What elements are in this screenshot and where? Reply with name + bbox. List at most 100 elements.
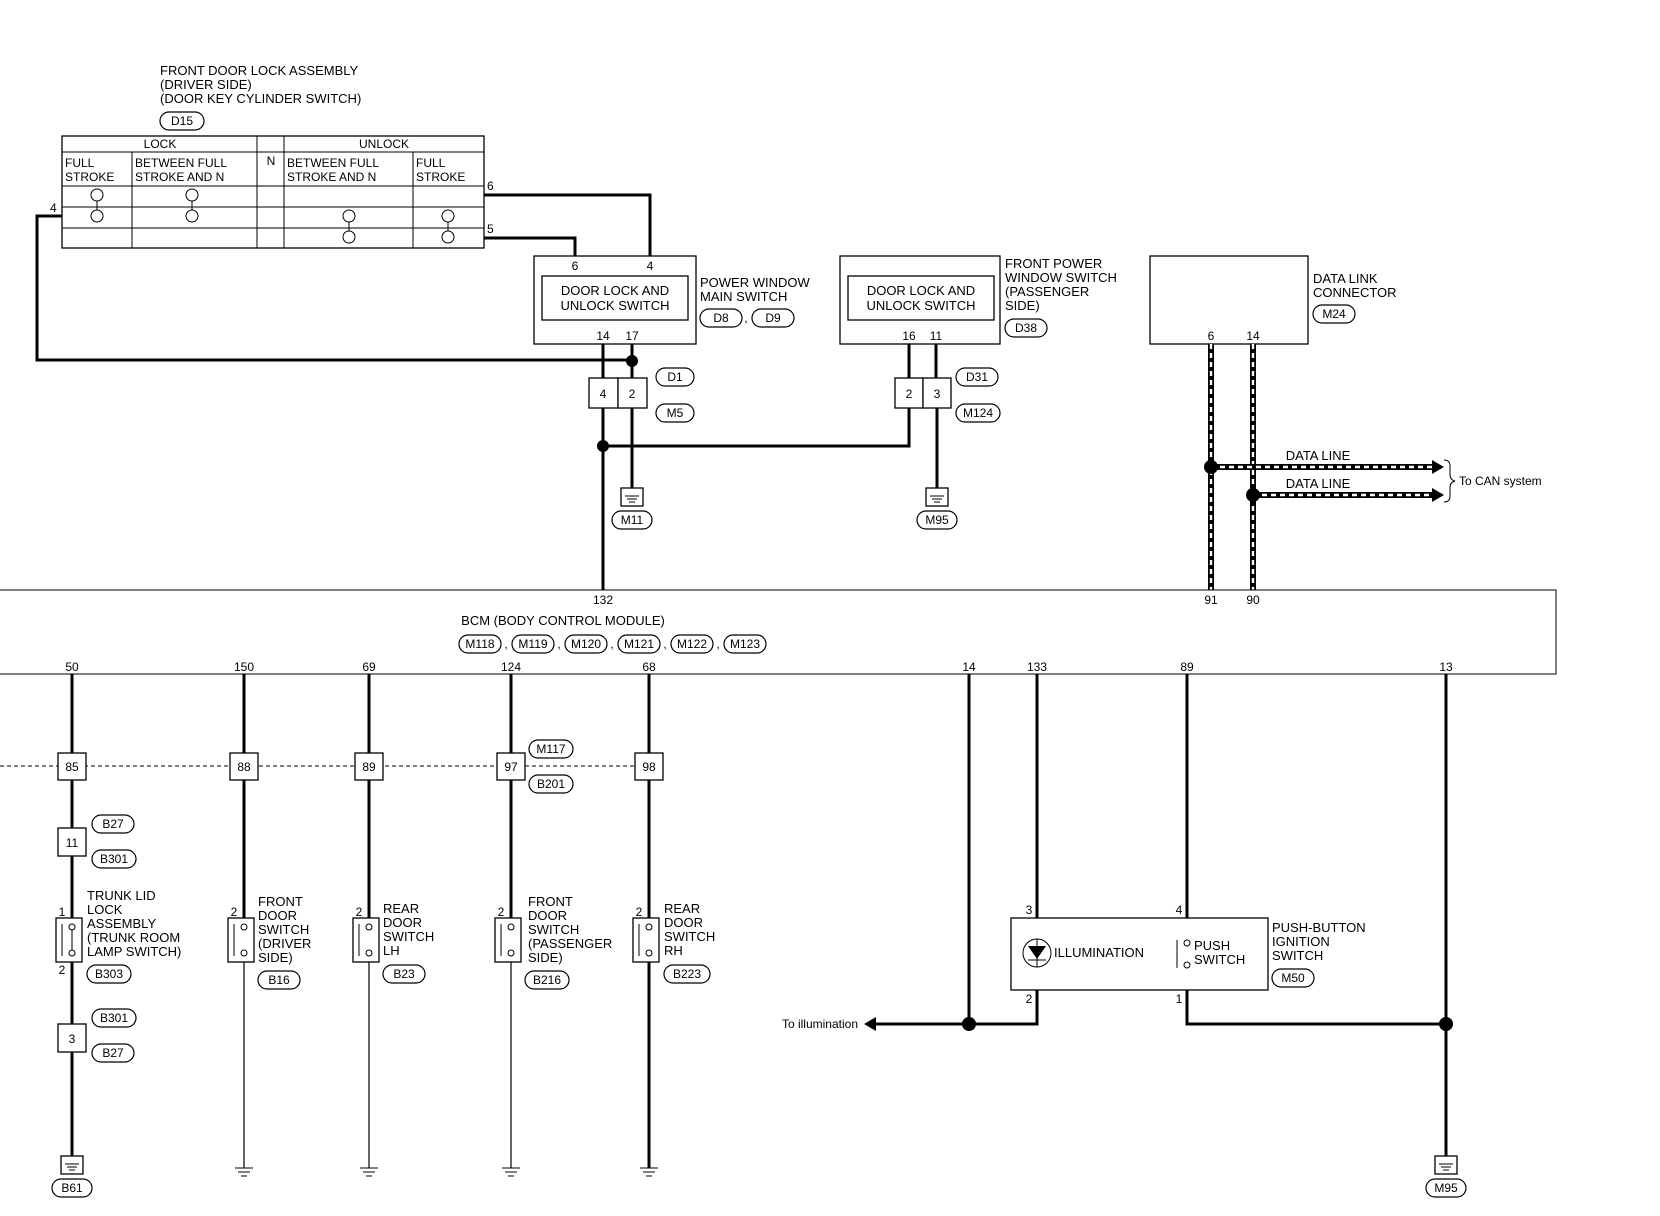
rr-pin: 2 [636, 905, 643, 919]
switch-symbol [632, 917, 660, 963]
fpws-name-line1: FRONT POWER [1005, 256, 1102, 271]
fpws-name-line3: (PASSENGER [1005, 284, 1089, 299]
fp-name-3: SWITCH [528, 922, 579, 937]
data-link-connector: DATA LINK CONNECTOR M24 6 14 [1149, 255, 1397, 345]
dataline-label-1: DATA LINE [1286, 448, 1351, 463]
j1-pin-a: 4 [600, 387, 607, 401]
trunk-box-11: 11 [66, 836, 79, 850]
j2-conn-bot-oval [955, 403, 1001, 423]
harness-b201: B201 [537, 777, 565, 791]
dlk-full-2: FULL [416, 156, 446, 170]
dlk-col-n: N [267, 154, 276, 168]
dlk-title-line1: FRONT DOOR LOCK ASSEMBLY [160, 63, 359, 78]
pwms-name-line2: MAIN SWITCH [700, 289, 787, 304]
dlk-title-line2: (DRIVER SIDE) [160, 77, 252, 92]
trunk-conn-b27-low: B27 [102, 1046, 124, 1060]
bcm-name: BCM (BODY CONTROL MODULE) [461, 613, 665, 628]
dlc-name-line2: CONNECTOR [1313, 285, 1397, 300]
trunk-name-2: LOCK [87, 902, 123, 917]
trunk-conn-b301-low: B301 [100, 1011, 128, 1025]
dlk-between-2a: BETWEEN FULL [287, 156, 379, 170]
splice-dot [1439, 1017, 1453, 1031]
bcm-pin-69: 69 [362, 660, 376, 674]
trunk-name-3: ASSEMBLY [87, 916, 156, 931]
bcm-conn-m122: M122 [677, 637, 707, 651]
fp-name-1: FRONT [528, 894, 573, 909]
bcm-comma: , [610, 637, 613, 651]
trunk-connector: B303 [95, 967, 123, 981]
fd-name-5: SIDE) [258, 950, 293, 965]
dlk-between-1b: STROKE AND N [135, 170, 224, 184]
pbis-pin-2: 2 [1026, 992, 1033, 1006]
bcm-pin-133: 133 [1027, 660, 1047, 674]
bcm-comma: , [557, 637, 560, 651]
fd-connector: B16 [268, 973, 290, 987]
switch-symbol [55, 917, 83, 963]
dlk-col-lock: LOCK [144, 137, 177, 151]
pbis-to-illumination: To illumination [782, 1017, 858, 1031]
trunk-pin-1: 1 [59, 905, 66, 919]
trunk-box-3: 3 [69, 1032, 76, 1046]
rr-name-1: REAR [664, 901, 700, 916]
rr-connector: B223 [673, 967, 701, 981]
dlk-title-line3: (DOOR KEY CYLINDER SWITCH) [160, 91, 361, 106]
bcm-comma: , [504, 637, 507, 651]
b201-oval [528, 774, 574, 794]
bcm-pin-68: 68 [642, 660, 656, 674]
bcm-pin-91: 91 [1204, 593, 1218, 607]
dlk-between-1a: BETWEEN FULL [135, 156, 227, 170]
trunk-name-1: TRUNK LID [87, 888, 156, 903]
fp-connector: B216 [533, 973, 561, 987]
fp-pin: 2 [498, 905, 505, 919]
door-switches: 2 FRONT DOOR SWITCH (DRIVER SIDE) B16 2 [227, 780, 715, 1177]
front-power-window-switch-passenger: DOOR LOCK AND UNLOCK SWITCH 16 11 FRONT … [839, 255, 1117, 345]
pwms-inner-line1: DOOR LOCK AND [561, 283, 669, 298]
rr-name-4: RH [664, 943, 683, 958]
trunk-name-5: LAMP SWITCH) [87, 944, 181, 959]
bcm-connectors: M118 , M119 , M120 , M121 , M122 , M123 [458, 634, 767, 654]
rr-name-2: DOOR [664, 915, 703, 930]
fd-name-3: SWITCH [258, 922, 309, 937]
fpws-connector: D38 [1015, 321, 1037, 335]
j1-conn-bot: M5 [667, 406, 684, 420]
trunk-name-4: (TRUNK ROOM [87, 930, 180, 945]
harness-row: 85 88 89 97 98 M117 B201 [0, 674, 664, 794]
pbis-name-1: PUSH-BUTTON [1272, 920, 1366, 935]
dlk-col-unlock: UNLOCK [359, 137, 409, 151]
push-button-ignition-switch: 3 4 ILLUMINATION PUSH SWITCH PUSH-BUTTON… [782, 674, 1467, 1198]
joint-88: 88 [237, 760, 251, 774]
trunk-pin-2: 2 [59, 963, 66, 977]
rl-name-2: DOOR [383, 915, 422, 930]
dlk-stroke-1: STROKE [65, 170, 114, 184]
front-door-lock-assembly: FRONT DOOR LOCK ASSEMBLY (DRIVER SIDE) (… [50, 63, 494, 249]
rear-door-switch-lh: 2 REAR DOOR SWITCH LH B23 [352, 780, 434, 1177]
bcm-box [0, 589, 1557, 675]
fpws-pin-11: 11 [930, 329, 943, 343]
pwms-inner-line2: UNLOCK SWITCH [560, 298, 669, 313]
fpws-name-line4: SIDE) [1005, 298, 1040, 313]
bcm-pin-14: 14 [962, 660, 976, 674]
pwms-pin-14: 14 [596, 329, 610, 343]
rl-name-3: SWITCH [383, 929, 434, 944]
pwms-comma: , [744, 311, 747, 325]
splice-dot [1246, 488, 1260, 502]
j1-conn-bot-oval [655, 403, 695, 423]
trunk-lid-lock-assembly: B27 11 B301 1 2 TRUNK LID LOCK ASSEMBLY … [51, 780, 181, 1198]
j2-conn-bot: M124 [963, 406, 993, 420]
dataline-to-can: To CAN system [1459, 474, 1542, 488]
ground-symbol [620, 487, 644, 507]
bcm-pin-50: 50 [65, 660, 79, 674]
joint-98: 98 [642, 760, 656, 774]
switch-symbol [494, 917, 522, 963]
bcm-conn-m123: M123 [730, 637, 760, 651]
j2-conn-top: D31 [966, 370, 988, 384]
pbis-connector: M50 [1281, 971, 1305, 985]
ground-symbol [60, 1155, 84, 1175]
dlc-pin-14: 14 [1246, 329, 1260, 343]
ground-m95-top: M95 [925, 513, 949, 527]
bcm-conn-m118: M118 [465, 637, 494, 651]
fd-name-2: DOOR [258, 908, 297, 923]
switch-symbol [352, 917, 380, 963]
pbis-name-2: IGNITION [1272, 934, 1330, 949]
splice-dot [1204, 460, 1218, 474]
